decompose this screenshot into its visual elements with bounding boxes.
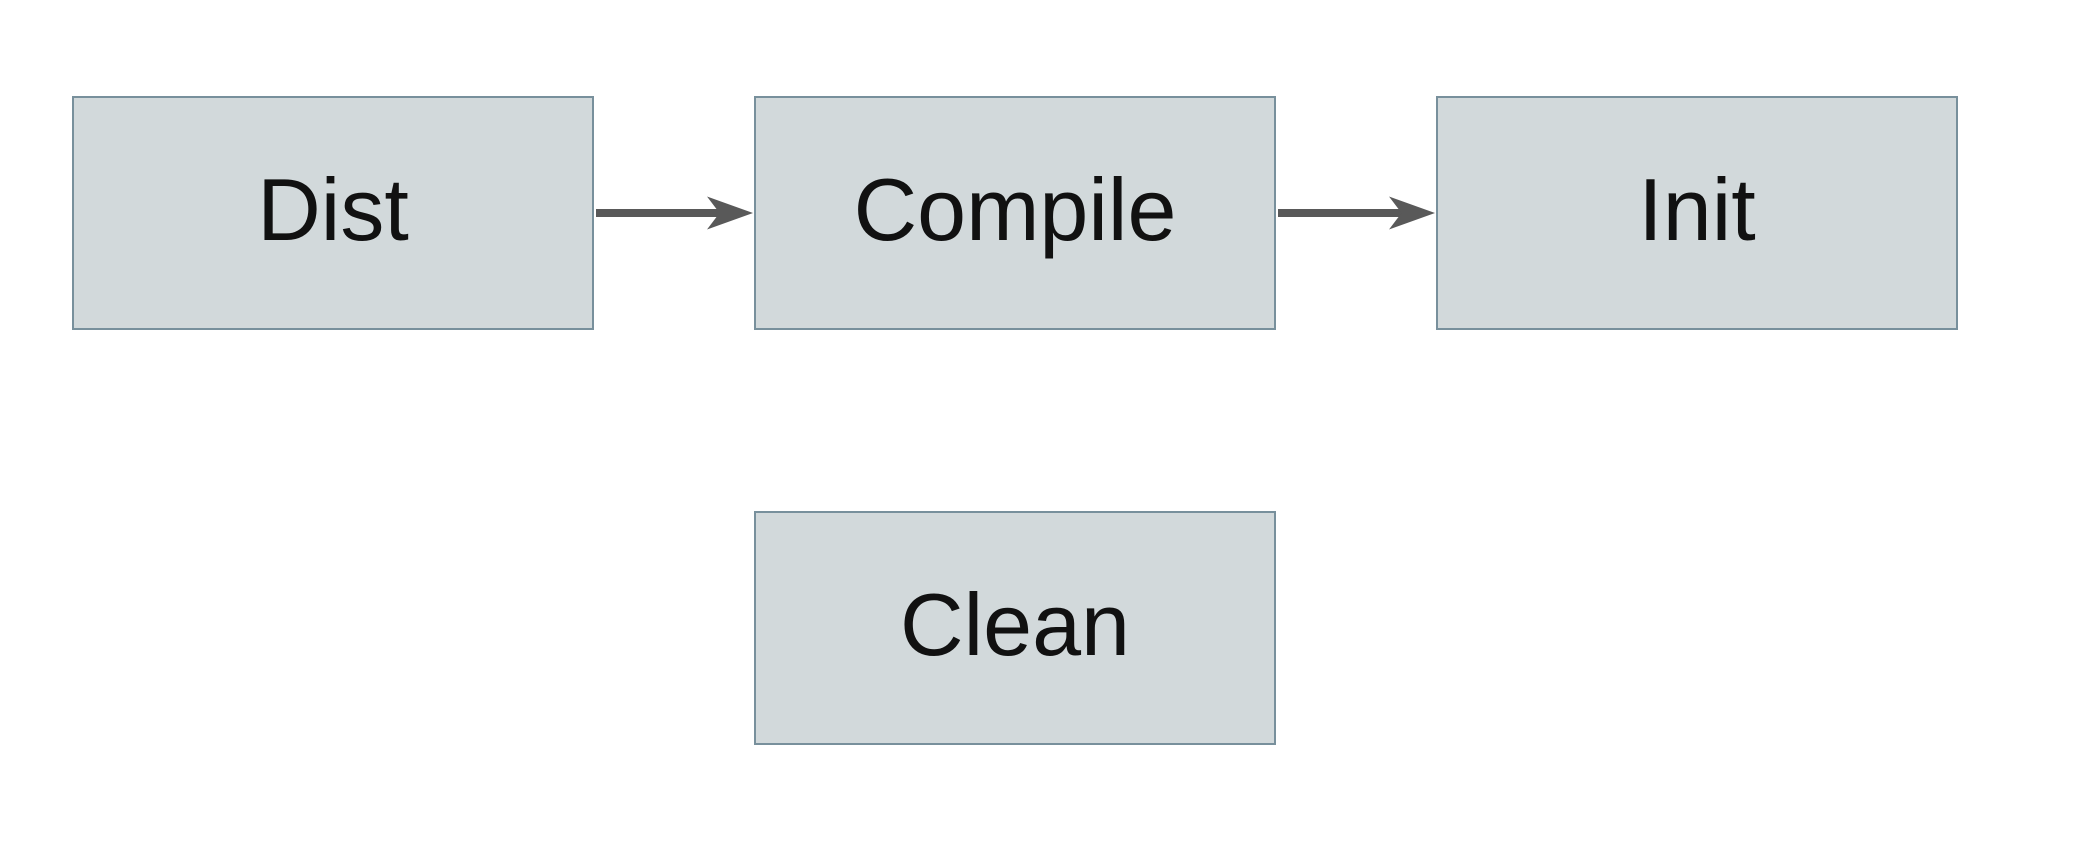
node-compile: Compile [754, 96, 1276, 330]
arrowhead-icon [707, 196, 753, 230]
edge-compile-to-init [1278, 196, 1435, 230]
arrowhead-icon [1389, 196, 1435, 230]
node-dist: Dist [72, 96, 594, 330]
node-clean-label: Clean [900, 575, 1130, 674]
node-compile-label: Compile [853, 160, 1177, 259]
node-init-label: Init [1638, 160, 1756, 259]
node-dist-label: Dist [257, 160, 409, 259]
edge-dist-to-compile [596, 196, 753, 230]
node-clean: Clean [754, 511, 1276, 745]
node-init: Init [1436, 96, 1958, 330]
